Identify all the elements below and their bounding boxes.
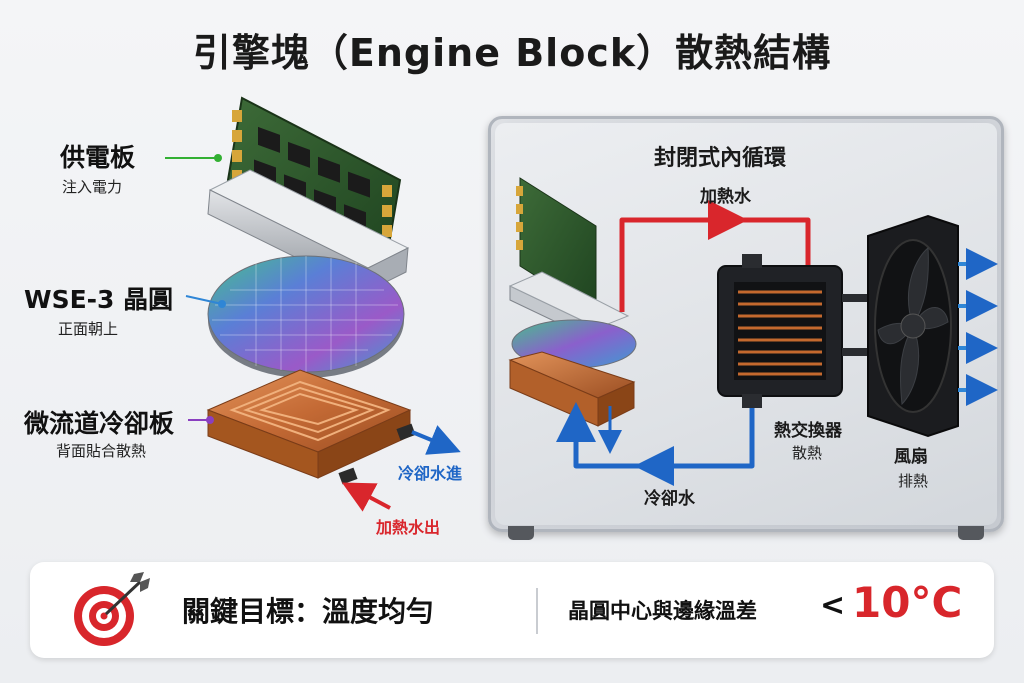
goal-bar: 關鍵目標：溫度均勻 晶圓中心與邊緣溫差 < 10°C xyxy=(30,562,994,658)
loop-diagram xyxy=(508,177,998,486)
heat-exchanger-sub: 散熱 xyxy=(792,444,823,462)
wafer-icon xyxy=(207,255,405,378)
panel-foot-left xyxy=(508,526,534,540)
fan-icon xyxy=(867,214,959,438)
target-temperature: 10°C xyxy=(852,578,963,627)
less-than-sign: < xyxy=(820,588,846,623)
cold-plate-label: 微流道冷卻板 xyxy=(24,409,175,438)
heat-exchanger-label: 熱交換器 xyxy=(774,421,842,441)
power-board-sub: 注入電力 xyxy=(62,178,123,196)
cold-plate-sub: 背面貼合散熱 xyxy=(56,442,147,460)
wafer-leader xyxy=(185,295,223,305)
goal-label: 關鍵目標：溫度均勻 xyxy=(182,595,435,628)
temp-diff-text: 晶圓中心與邊緣溫差 xyxy=(568,599,757,623)
wafer-sub: 正面朝上 xyxy=(58,320,119,338)
fan-sub: 排熱 xyxy=(898,472,929,490)
page-title: 引擎塊（Engine Block）散熱結構 xyxy=(192,31,832,75)
goal-divider xyxy=(536,588,538,634)
exhaust-arrows xyxy=(958,248,998,406)
target-icon xyxy=(74,572,150,646)
hot-out-arrow xyxy=(341,482,391,512)
hot-out-label: 加熱水出 xyxy=(376,518,441,537)
power-board-icon xyxy=(226,96,402,264)
coolant-in-label: 冷卻水進 xyxy=(398,464,463,483)
loop-title: 封閉式內循環 xyxy=(654,146,787,171)
heat-exchanger-icon xyxy=(717,254,868,408)
panel-foot-right xyxy=(958,526,984,540)
power-board-label: 供電板 xyxy=(60,143,136,172)
coolant-in-arrow xyxy=(411,425,461,455)
hot-water-label: 加熱水 xyxy=(700,187,751,207)
wafer-label: WSE-3 晶圓 xyxy=(24,285,174,314)
stack-illustration xyxy=(165,96,461,512)
fan-label: 風扇 xyxy=(894,447,928,467)
cold-plate-icon xyxy=(206,369,416,485)
mini-stack xyxy=(508,177,637,427)
cold-water-label: 冷卻水 xyxy=(644,489,695,509)
